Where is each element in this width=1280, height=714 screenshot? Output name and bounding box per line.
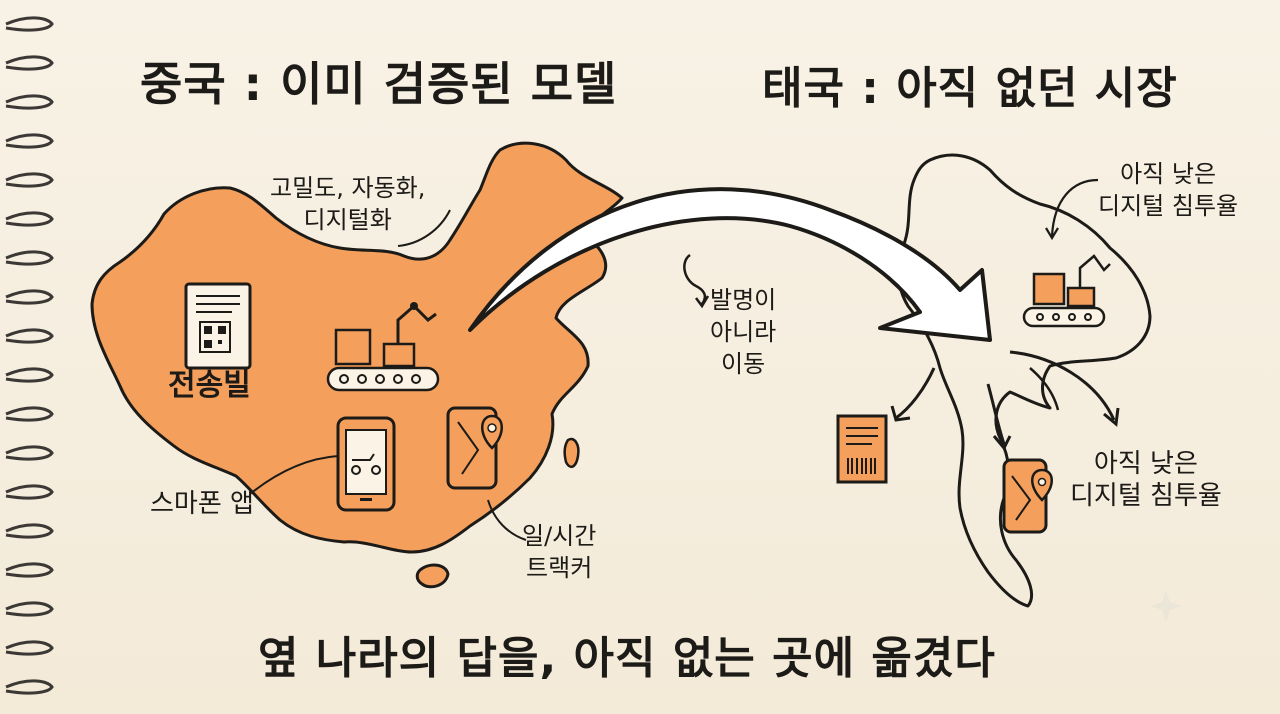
taiwan-island — [563, 437, 580, 469]
sparkle-icon — [1150, 590, 1182, 622]
spiral-ring — [5, 250, 54, 266]
spiral-binding — [5, 16, 54, 695]
thai-waybill-icon — [836, 414, 888, 484]
pointer-line-tracker — [487, 499, 527, 541]
migration-arrow — [468, 187, 992, 342]
bottom-caption: 옆 나라의 답을, 아직 없는 곳에 옮겼다 — [258, 633, 996, 684]
pointer-line-smartphone — [249, 455, 339, 495]
hainan-island — [415, 563, 450, 589]
spiral-ring — [5, 679, 54, 695]
thailand-label-bottom: 아직 낮은 디지털 침투율 — [1070, 449, 1222, 511]
small-curl-arrow — [683, 253, 707, 305]
waybill-icon — [184, 282, 252, 370]
thai-conveyor-icon — [1022, 254, 1111, 328]
spiral-ring — [5, 601, 54, 617]
thailand-title: 태국 : 아직 없던 시장 — [762, 63, 1178, 114]
spiral-ring — [5, 289, 54, 305]
china-title: 중국 : 이미 검증된 모델 — [140, 57, 618, 111]
conveyor-robot-icon — [326, 302, 440, 392]
spiral-ring — [5, 406, 54, 422]
china-label-tracker: 일/시간 트랙커 — [522, 522, 597, 582]
spiral-ring — [5, 94, 54, 110]
pointer-line-top — [397, 209, 451, 247]
spiral-ring — [5, 133, 54, 149]
thailand-map — [896, 153, 1152, 608]
arrow-label: 발명이 아니라 이동 — [710, 286, 777, 378]
thai-location-phone-icon — [1002, 458, 1053, 534]
smartphone-delivery-icon — [336, 416, 396, 512]
spiral-ring — [5, 445, 54, 461]
spiral-ring — [5, 484, 54, 500]
thai-arrow-phone — [986, 383, 1006, 445]
thai-arrow-right — [1009, 350, 1116, 421]
spiral-ring — [5, 211, 54, 227]
thailand-label-top: 아직 낮은 디지털 침투율 — [1098, 160, 1239, 220]
location-tracker-icon — [446, 406, 503, 490]
china-label-top: 고밀도, 자동화, 디지털화 — [270, 174, 426, 234]
spiral-ring — [5, 172, 54, 188]
spiral-ring — [5, 523, 54, 539]
china-label-waybill: 전송빌 — [168, 368, 251, 403]
spiral-ring — [5, 367, 54, 383]
spiral-ring — [5, 328, 54, 344]
china-label-smartphone: 스마폰 앱 — [150, 489, 254, 519]
spiral-ring — [5, 562, 54, 578]
thai-arrow-waybill — [895, 367, 936, 420]
pointer-line-thai-top — [1050, 178, 1099, 237]
spiral-ring — [5, 640, 54, 656]
spiral-ring — [5, 16, 54, 32]
spiral-ring — [5, 55, 54, 71]
thai-arrow-mid — [1029, 367, 1060, 411]
